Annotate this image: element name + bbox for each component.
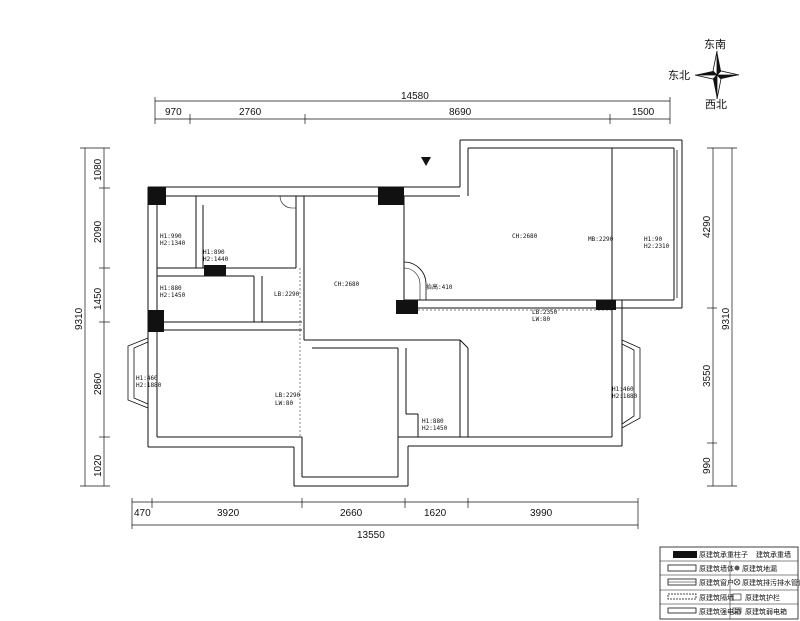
- load-bearing-columns: [148, 187, 616, 332]
- label-lb3a: LB:2290: [275, 392, 301, 399]
- label-r4b: H2:2310: [644, 243, 670, 250]
- legend-row2-right: 原建筑地漏: [742, 564, 777, 573]
- dim-top-seg3: 8690: [449, 107, 472, 118]
- label-r2a: H1:890: [203, 249, 225, 256]
- legend-power-box-swatch: [667, 607, 697, 614]
- dim-bottom-seg4: 1620: [424, 508, 447, 519]
- dim-left-seg3: 1450: [93, 287, 104, 310]
- label-r6b: H2:1450: [422, 425, 448, 432]
- label-lift: 抬高:410: [426, 283, 453, 291]
- legend-column-swatch: [673, 551, 697, 558]
- legend-row3-left: 原建筑窗户: [699, 578, 734, 587]
- compass-label-ne: 东南: [704, 38, 726, 51]
- label-r5b: H2:1880: [136, 382, 162, 389]
- label-ch1: CH:2680: [334, 281, 360, 288]
- compass-icon: [694, 50, 740, 100]
- dim-right-seg2: 3550: [702, 364, 713, 387]
- dashed-partitions: [299, 268, 612, 437]
- dim-bottom-total: 13550: [357, 530, 385, 541]
- windows: [127, 148, 683, 429]
- legend-row5-left: 原建筑强电箱: [699, 607, 741, 616]
- dim-left-seg1: 1080: [93, 158, 104, 181]
- dimension-left: [80, 147, 110, 487]
- dimension-top: [154, 97, 671, 124]
- dim-top-seg1: 970: [165, 107, 182, 118]
- label-r1b: H2:1340: [160, 240, 186, 247]
- legend-wall-swatch: [667, 564, 697, 572]
- dim-top-total: 14580: [401, 91, 429, 102]
- label-lb2a: LB:2350: [532, 309, 558, 316]
- dimension-bottom: [131, 498, 639, 529]
- label-ch2: CH:2680: [512, 233, 538, 240]
- dim-bottom-seg3: 2660: [340, 508, 363, 519]
- label-r5a: H1:460: [136, 375, 158, 382]
- door-swing-icon: [403, 261, 427, 300]
- label-r7a: H1:460: [612, 386, 634, 393]
- legend-partition-swatch: [667, 593, 697, 600]
- door-swing-small-icon: [279, 195, 296, 209]
- dim-left-seg2: 2090: [93, 220, 104, 243]
- legend-drain-pipe-icon: [733, 578, 741, 586]
- dim-bottom-seg5: 3990: [530, 508, 553, 519]
- compass-label-nw: 东北: [668, 69, 690, 82]
- legend: 原建筑承重柱子 建筑承重墙 原建筑墙体 原建筑地漏 原建筑窗户 原建筑排污排水管…: [659, 546, 800, 620]
- legend-weak-box-swatch: [732, 607, 742, 614]
- legend-row3-right: 原建筑排污排水管道: [742, 578, 800, 587]
- label-r1a: H1:990: [160, 233, 182, 240]
- dim-right-seg3: 990: [702, 457, 713, 474]
- legend-row1-left: 原建筑承重柱子: [699, 550, 748, 559]
- legend-floor-drain-icon: [734, 565, 740, 571]
- legend-row4-left: 原建筑隔墙: [699, 593, 734, 602]
- door-swing-inner-icon: [403, 267, 421, 300]
- dim-left-total: 9310: [74, 307, 85, 330]
- dim-top-seg4: 1500: [632, 107, 655, 118]
- legend-row5-right: 原建筑弱电箱: [745, 607, 787, 616]
- dim-left-seg5: 1020: [93, 454, 104, 477]
- legend-row4-right: 原建筑护栏: [745, 593, 780, 602]
- label-r7b: H2:1880: [612, 393, 638, 400]
- legend-railing-swatch: [732, 593, 742, 601]
- legend-row2-left: 原建筑墙体: [699, 564, 734, 573]
- compass-label-sw: 西北: [705, 98, 727, 111]
- dim-left-seg4: 2860: [93, 372, 104, 395]
- label-r4a: H1:90: [644, 236, 662, 243]
- dim-right-total: 9310: [721, 307, 732, 330]
- label-r3a: H1:880: [160, 285, 182, 292]
- dim-right-seg1: 4290: [702, 215, 713, 238]
- dimension-right: [707, 147, 737, 487]
- label-mb: MB:2290: [588, 236, 614, 243]
- label-r2b: H2:1440: [203, 256, 229, 263]
- label-lb1: LB:2290: [274, 291, 300, 298]
- legend-row1-right: 建筑承重墙: [756, 550, 791, 559]
- label-lb3b: LW:80: [275, 400, 293, 407]
- dim-top-seg2: 2760: [239, 107, 262, 118]
- dim-bottom-seg2: 3920: [217, 508, 240, 519]
- label-r3b: H2:1450: [160, 292, 186, 299]
- label-r6a: H1:880: [422, 418, 444, 425]
- label-lb2b: LW:80: [532, 316, 550, 323]
- dim-bottom-seg1: 470: [134, 508, 151, 519]
- entrance-arrow-icon: [421, 157, 431, 166]
